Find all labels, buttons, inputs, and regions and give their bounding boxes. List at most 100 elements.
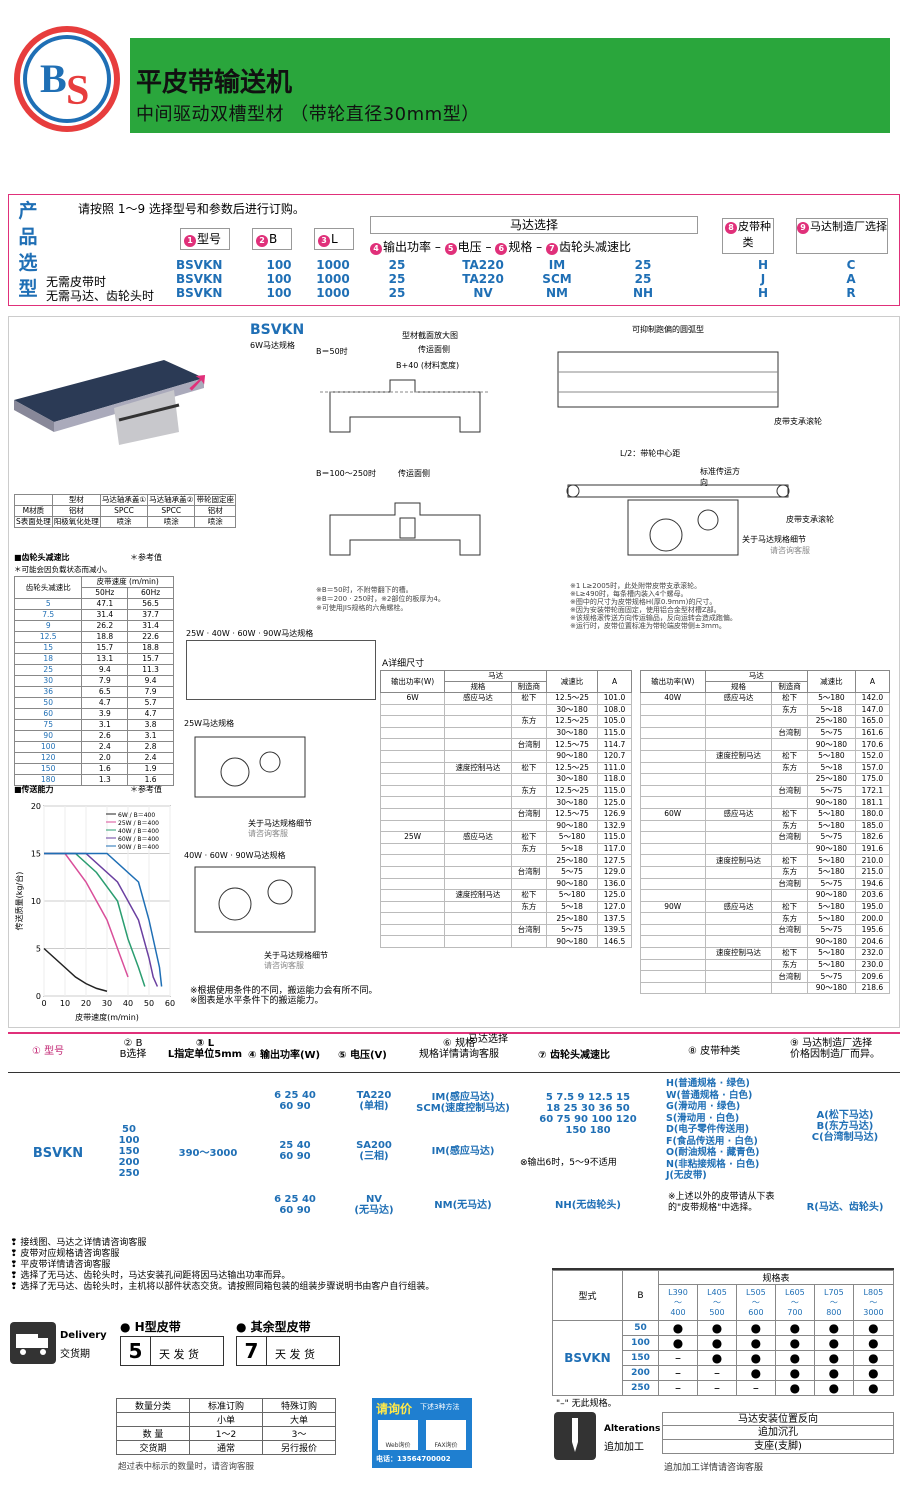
ad-header: 马达: [444, 670, 548, 682]
ad-cell: [640, 877, 706, 891]
ad-header: 规格: [704, 681, 773, 693]
ad-cell: 30～180: [546, 726, 599, 740]
ad-cell: [704, 738, 773, 751]
order-cell: 25: [388, 258, 406, 272]
spec-b: 150: [622, 1350, 659, 1366]
ad-cell: [640, 970, 706, 983]
spec-col: L605 ～ 700: [774, 1284, 815, 1321]
ad-cell: 5～180: [546, 831, 599, 844]
quote-box[interactable]: 请询价 下述3种方法 Web询价 FAX询价 电话：13564700002: [372, 1398, 472, 1468]
ad-cell: 12.5～75: [546, 807, 599, 821]
qty-cell: 3～: [262, 1426, 336, 1441]
notes-mid: ※B＝50时，不附带翻下的槽。※B＝200 · 250时，※2部位的板厚为4。※…: [316, 586, 445, 613]
series-line: [43, 947, 108, 992]
product-image: [14, 360, 234, 445]
order-cell: 1000: [316, 258, 350, 272]
ad-cell: 5～180: [806, 958, 856, 972]
ad-cell: 136.0: [597, 877, 632, 891]
ad-cell: 5～75: [806, 726, 856, 740]
ad-cell: [640, 865, 706, 879]
ad-cell: 90～180: [806, 842, 856, 856]
spec-col: L705 ～ 800: [813, 1284, 854, 1321]
ad-cell: 松下: [771, 749, 808, 763]
spec-header: 规格表: [658, 1270, 894, 1285]
ad-cell: [510, 935, 548, 949]
ad-cell: 东方: [771, 865, 808, 879]
ad-cell: 12.5～25: [546, 784, 599, 798]
ad-cell: 东方: [771, 958, 808, 972]
ad-cell: [510, 749, 548, 763]
ad-cell: [444, 749, 512, 763]
series-line: [44, 852, 163, 987]
gear-cell: 26.2: [81, 620, 129, 632]
ad-cell: [704, 773, 773, 786]
m25w-title: 25W马达规格: [184, 719, 235, 728]
spec-mark: ●: [735, 1365, 776, 1381]
order-cell: 1000: [316, 272, 350, 286]
gear-cell: 18.8: [127, 642, 174, 654]
gear-cell: 7.9: [127, 686, 174, 698]
note-line: ❢ 平皮带详情请咨询客服: [10, 1260, 111, 1270]
ad-cell: 90～180: [806, 889, 856, 902]
ad-cell: [379, 784, 446, 798]
ad-cell: [771, 889, 808, 902]
order-cell: 1000: [316, 286, 350, 300]
ad-cell: 215.0: [854, 865, 891, 879]
ad-cell: [379, 854, 446, 867]
drawing-section: [8, 316, 900, 1028]
ad-cell: [379, 877, 446, 891]
qty-cell: 小单: [189, 1412, 263, 1427]
gear-cell: 36: [13, 686, 83, 698]
ad-cell: [510, 912, 548, 925]
order-cell: 25: [634, 272, 652, 286]
gear-cell: 15.7: [127, 653, 174, 665]
sel-h6: ⑥ 规格 规格详情请询客服: [419, 1038, 499, 1060]
ad-cell: 松下: [510, 692, 548, 705]
gear-cell: 47.1: [81, 598, 129, 610]
ad-cell: 195.0: [854, 900, 891, 914]
ad-cell: 115.0: [597, 726, 632, 740]
ad-cell: [640, 715, 706, 728]
ad-cell: 157.0: [854, 761, 891, 775]
ad-header: 减速比: [806, 670, 856, 693]
order-cell: 25: [634, 258, 652, 272]
ad-cell: 松下: [771, 692, 808, 705]
y-tick-label: 0: [36, 992, 41, 1001]
gear-cell: 15: [13, 642, 83, 654]
spec-mark: ●: [852, 1350, 895, 1366]
ad-cell: 25～180: [546, 854, 599, 867]
ad-cell: [444, 773, 512, 786]
note-line: ❢ 接线图、马达之详情请咨询客服: [10, 1238, 147, 1248]
gear-cell: 180: [13, 774, 83, 786]
gear-cell: 22.6: [127, 631, 174, 643]
spec-mark: ●: [735, 1350, 776, 1366]
ad-cell: [640, 749, 706, 763]
spec-mark: –: [658, 1350, 698, 1366]
x-tick-label: 20: [81, 999, 91, 1008]
ad-cell: [771, 935, 808, 949]
ad-cell: 台湾制: [771, 877, 808, 891]
ad-cell: [444, 819, 512, 833]
ad-cell: 感应马达: [704, 900, 773, 914]
gear-header: 齿轮头减速比: [13, 576, 83, 599]
ad-cell: 127.0: [597, 900, 632, 914]
ad-cell: 203.6: [854, 889, 891, 902]
spec-mark: ●: [774, 1380, 815, 1396]
sel-makers: A(松下马达) B(东方马达) C(台湾制马达): [811, 1110, 879, 1143]
legend-label: 90W / B＝400: [118, 844, 159, 851]
ad-cell: [510, 854, 548, 867]
ad-cell: 218.6: [854, 981, 891, 995]
spec-mark: ●: [813, 1350, 854, 1366]
spec-mark: ●: [774, 1365, 815, 1381]
sel-r2v: SA200 (三相): [356, 1140, 392, 1162]
ad-cell: 台湾制: [771, 831, 808, 844]
ad-cell: [704, 889, 773, 902]
ad-cell: 191.6: [854, 842, 891, 856]
ad-cell: [444, 807, 512, 821]
ad-cell: 速度控制马达: [704, 854, 773, 867]
ad-cell: [510, 796, 548, 809]
gear-cell: 120: [13, 752, 83, 764]
